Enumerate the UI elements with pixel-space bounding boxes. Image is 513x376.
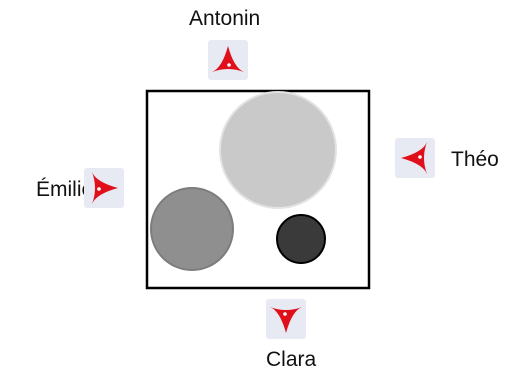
red-eye-icon — [82, 166, 126, 210]
observer-label-antonin: Antonin — [189, 7, 261, 30]
small-sphere — [276, 214, 326, 264]
observer-label-theo: Théo — [451, 148, 499, 171]
scene-frame — [145, 89, 371, 290]
medium-sphere — [150, 187, 234, 271]
observer-label-clara: Clara — [266, 348, 317, 371]
large-sphere — [219, 91, 337, 209]
red-eye-icon — [206, 38, 250, 82]
red-eye-icon — [264, 297, 308, 341]
observer-label-emilie: Émilie — [36, 178, 94, 201]
red-eye-icon — [393, 136, 437, 180]
